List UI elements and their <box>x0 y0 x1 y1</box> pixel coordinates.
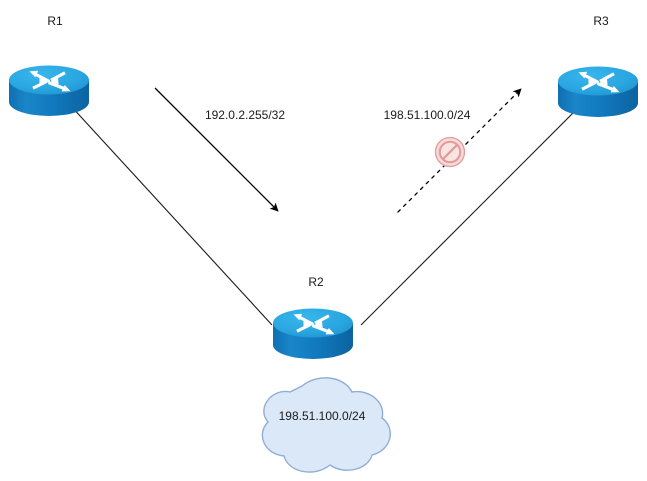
flow-arrow-198-51-100-0[interactable] <box>397 88 522 213</box>
no-entry-slash <box>441 143 459 161</box>
flow-label-192-0-2-255: 192.0.2.255/32 <box>205 108 285 122</box>
router-r1-label: R1 <box>47 14 63 28</box>
flow-arrow-line <box>154 87 279 212</box>
cloud-network[interactable] <box>261 377 391 473</box>
router-icon <box>271 306 355 361</box>
link-r1-r2[interactable] <box>69 104 273 326</box>
cloud-shape <box>261 377 391 473</box>
flow-arrow-line <box>397 88 522 213</box>
router-icon <box>7 63 91 118</box>
router-r2-label: R2 <box>308 275 324 289</box>
flow-label-198-51-100-0: 198.51.100.0/24 <box>384 108 471 122</box>
router-icon <box>556 64 640 119</box>
router-r3-label: R3 <box>593 14 609 28</box>
router-r1[interactable] <box>7 63 91 118</box>
router-r2[interactable] <box>271 306 355 361</box>
router-r3[interactable] <box>556 64 640 119</box>
flow-arrow-192-0-2-255[interactable] <box>154 87 279 212</box>
no-entry-icon[interactable] <box>434 136 466 168</box>
link-lines <box>69 104 579 326</box>
link-r3-r2[interactable] <box>360 107 579 326</box>
cloud-label: 198.51.100.0/24 <box>279 409 366 423</box>
